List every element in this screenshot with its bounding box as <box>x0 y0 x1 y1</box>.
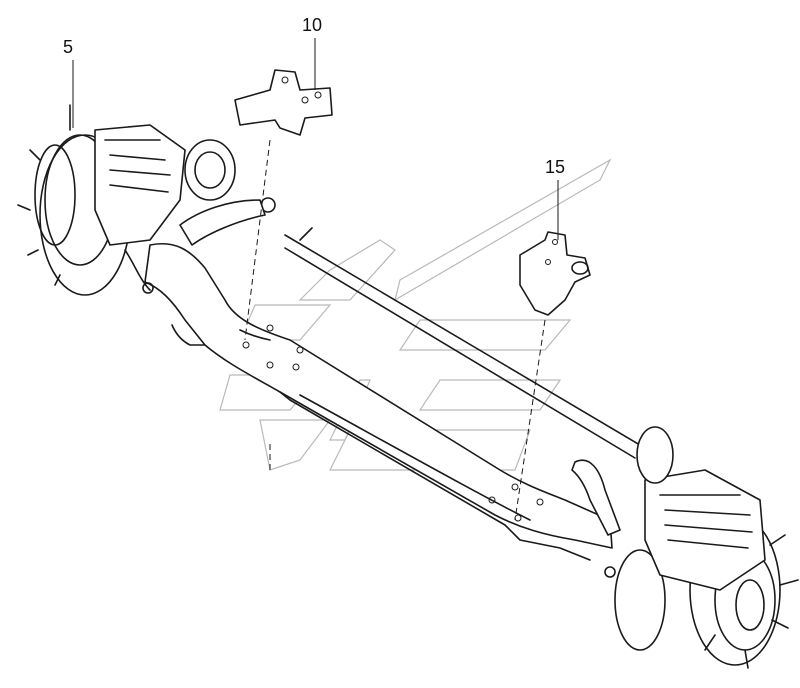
callout-part-10: 10 <box>302 15 323 35</box>
bracket-15 <box>519 231 591 316</box>
callout-part-15: 15 <box>545 157 566 177</box>
leader-lines <box>72 38 559 521</box>
axle-beam <box>144 243 613 561</box>
tie-rod <box>260 197 641 459</box>
bracket-10 <box>234 69 333 136</box>
callout-part-5: 5 <box>63 37 74 57</box>
left-hub-assembly <box>17 104 266 296</box>
right-hub-assembly <box>571 426 799 669</box>
